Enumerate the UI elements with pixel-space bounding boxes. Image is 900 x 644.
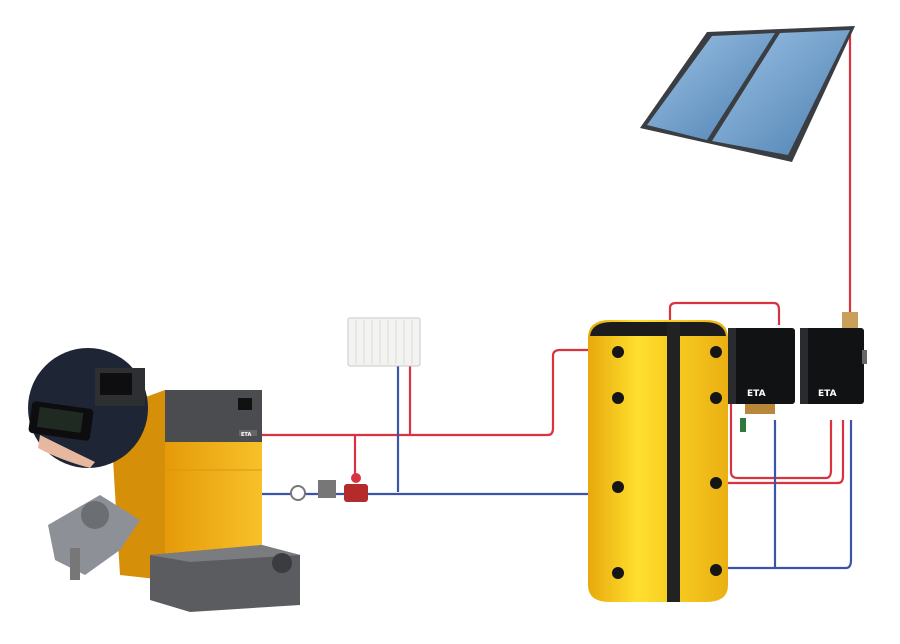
radiator <box>347 317 421 367</box>
solar-panel-right <box>712 30 850 155</box>
tank-ports <box>612 346 722 579</box>
supply-pipes <box>262 32 852 485</box>
solar-collector <box>640 26 855 162</box>
touch-display-inset <box>28 348 148 468</box>
thermometer-gauge <box>290 485 306 501</box>
tank-top-to-module-pipe <box>668 301 781 325</box>
module-return-pipe-2 <box>716 420 853 570</box>
pellet-feeder <box>150 545 300 612</box>
boiler: ETA <box>110 390 262 580</box>
eta-logo: ETA <box>241 432 251 438</box>
module-loop-pipe-1 <box>729 400 833 480</box>
boiler-supply-pipe <box>262 348 618 437</box>
eta-logo: ETA <box>747 389 766 399</box>
fresh-water-module: ETA <box>800 312 867 404</box>
solar-panel-left <box>647 33 775 140</box>
tank-stripe <box>667 322 680 602</box>
solar-station-module: ETA <box>728 328 795 432</box>
pump-group <box>290 473 368 502</box>
module-loop-pipe-2 <box>716 420 845 485</box>
mixing-valve <box>318 480 336 498</box>
burner <box>48 495 140 580</box>
module-fittings <box>740 404 775 432</box>
buffer-tank <box>588 320 728 602</box>
eta-logo: ETA <box>818 389 837 399</box>
boiler-display <box>238 398 252 410</box>
circulation-pump <box>344 484 368 502</box>
